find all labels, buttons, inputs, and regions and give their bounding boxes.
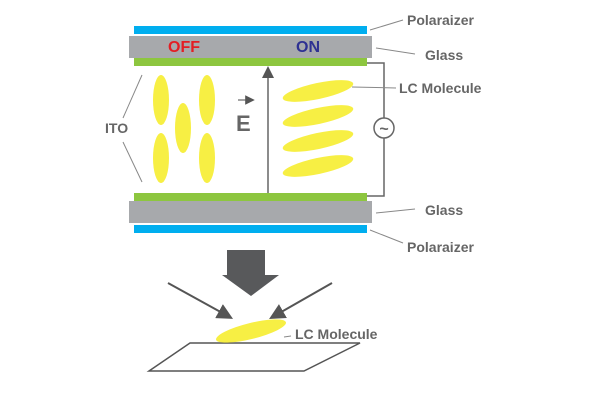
leader-line [375,47,416,55]
ac-source-symbol: ~ [379,121,388,138]
lc-molecule [199,75,215,125]
bottom-polarizer [134,225,367,233]
down-arrow-icon [222,250,279,296]
leader-line [369,229,404,244]
leader-line [122,141,143,183]
leader-line [351,86,397,89]
lc-molecule [199,133,215,183]
field-label: E [236,111,251,136]
lc-molecule [282,105,354,127]
glass-top-label: Glass [425,47,463,63]
ito-label: ITO [105,120,128,136]
lc-molecule [282,80,354,102]
lc-molecule [153,133,169,183]
leader-line [122,74,143,119]
bottom-glass [129,201,372,223]
lc-molecule [153,75,169,125]
top-polarizer [134,26,367,34]
leader-line [283,335,292,338]
off-label: OFF [168,39,200,56]
leader-line [375,208,416,214]
lc-molecule-bottom-label: LC Molecule [295,326,378,342]
on-label: ON [296,39,320,56]
off-lc-molecules [153,75,215,183]
ac-source-icon [373,117,395,139]
lc-molecule-top-label: LC Molecule [399,80,482,96]
polarizer-bottom-label: Polaraizer [407,239,474,255]
lc-molecule [282,155,354,177]
lc-molecule [216,319,286,343]
glass-bottom-label: Glass [425,202,463,218]
substrate-plane [146,342,361,372]
top-glass [129,36,372,58]
light-arrow-left [167,282,234,319]
on-lc-molecules [282,80,354,177]
top-ito [134,58,367,66]
lc-molecule [175,103,191,153]
leader-line [369,19,404,31]
lc-molecule [282,130,354,152]
light-arrow-right [269,282,333,319]
polarizer-top-label: Polaraizer [407,12,474,28]
bottom-ito [134,193,367,201]
